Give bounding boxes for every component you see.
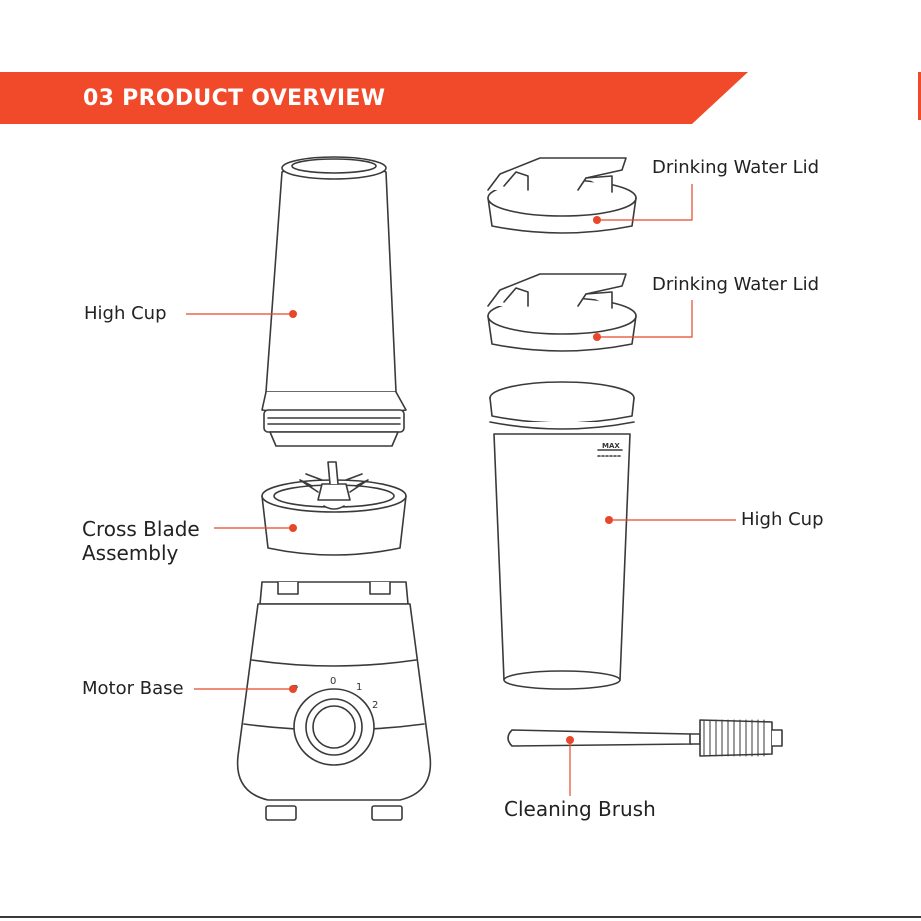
cup-max-marking: MAX [602, 442, 620, 450]
left-high-cup-drawing [262, 157, 406, 446]
dial-label-1: 1 [356, 682, 362, 693]
label-cross-blade-line1: Cross Blade [82, 517, 200, 541]
label-lid-second: Drinking Water Lid [652, 274, 819, 296]
label-cleaning-brush: Cleaning Brush [504, 797, 656, 821]
cross-blade-drawing [262, 462, 406, 555]
bottom-rule [0, 916, 921, 918]
label-motor-base: Motor Base [82, 678, 184, 700]
motor-base-drawing [238, 582, 431, 820]
dial-label-2: 2 [372, 700, 378, 711]
right-high-cup-drawing [490, 382, 634, 689]
label-left-high-cup: High Cup [84, 303, 167, 325]
lid-top-drawing [488, 158, 636, 233]
label-cross-blade-line2: Assembly [82, 541, 178, 565]
lid-second-drawing [488, 274, 636, 351]
cleaning-brush-drawing [508, 720, 782, 756]
dial-label-0: 0 [330, 676, 336, 687]
label-lid-top: Drinking Water Lid [652, 157, 819, 179]
label-right-high-cup: High Cup [741, 509, 824, 531]
